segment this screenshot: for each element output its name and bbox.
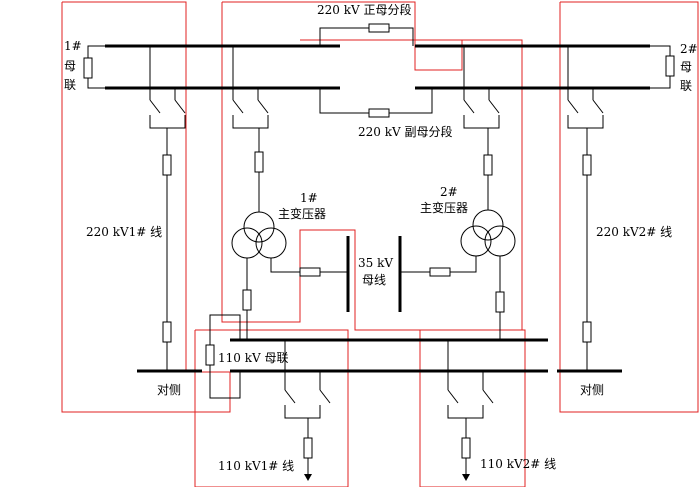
line-220-1-label: 220 kV1# 线: [86, 225, 162, 239]
bus-tie-110: [205, 314, 241, 399]
bay-transformer-2: [400, 46, 516, 340]
transformer-1-number: 1#: [300, 191, 318, 205]
busbars-220kv: [105, 44, 650, 90]
remote-end-1: 对侧: [157, 383, 181, 397]
aux-section-label: 220 kV 副母分段: [358, 124, 452, 139]
busbars-110kv: [230, 338, 548, 373]
bus-tie-2-label-c: 联: [680, 79, 692, 93]
remote-end-2: 对侧: [580, 383, 604, 397]
line-110-2-label: 110 kV2# 线: [480, 457, 556, 471]
bay-transformer-1: [231, 46, 348, 340]
zone-110-line-1: [194, 329, 349, 487]
bay-110-line-2: [447, 340, 494, 481]
zone-220-line-2: [559, 1, 699, 413]
bus-tie-1-label-b: 母: [64, 59, 76, 73]
protection-zones: [61, 1, 699, 487]
zone-220-main-section: [221, 1, 523, 331]
bus-tie-1: [83, 45, 105, 89]
bay-110-line-1: [284, 340, 331, 481]
aux-section-breaker: [319, 88, 433, 118]
transformer-2-name: 主变压器: [420, 200, 468, 215]
bus-tie-2: [650, 45, 675, 89]
bus-tie-1-label-a: 1#: [64, 39, 82, 53]
line-220-2-label: 220 kV2# 线: [596, 225, 672, 239]
bus-tie-110-label: 110 kV 母联: [218, 351, 288, 365]
main-section-label: 220 kV 正母分段: [317, 2, 411, 17]
bus-35kv-label-a: 35 kV: [358, 256, 393, 270]
bus-tie-2-label-a: 2#: [680, 42, 698, 56]
line-110-1-label: 110 kV1# 线: [218, 459, 294, 473]
bay-220-line-1: [137, 46, 202, 373]
bus-tie-1-label-c: 联: [64, 78, 76, 92]
transformer-2-number: 2#: [440, 185, 458, 199]
transformer-1-name: 主变压器: [278, 206, 326, 221]
zone-220-aux-section: [300, 39, 463, 71]
labels: 1# 母 联 2# 母 联 220 kV 正母分段 220 kV 副母分段 1#…: [64, 2, 698, 473]
main-section-breaker: [319, 23, 414, 46]
bus-tie-2-label-b: 母: [680, 60, 692, 74]
zone-110-line-2: [419, 329, 526, 487]
bay-220-line-2: [557, 46, 622, 373]
bus-35kv-label-b: 母线: [362, 273, 386, 287]
